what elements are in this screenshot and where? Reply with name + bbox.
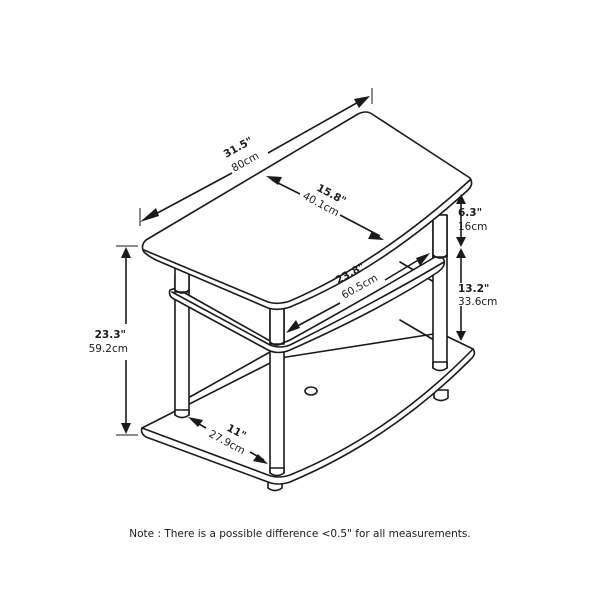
dim-total-height: 23.3" 59.2cm: [89, 245, 138, 436]
svg-text:59.2cm: 59.2cm: [89, 343, 128, 355]
svg-text:23.3": 23.3": [95, 329, 126, 341]
svg-text:13.2": 13.2": [458, 283, 489, 295]
svg-text:16cm: 16cm: [458, 221, 487, 233]
svg-text:6.3": 6.3": [458, 207, 482, 219]
measurement-note: Note : There is a possible difference <0…: [129, 528, 471, 540]
post-back-left: [174, 274, 190, 419]
rear-brace: [187, 351, 271, 399]
dim-top-clearance: 6.3" 16cm: [456, 194, 487, 247]
middle-shelf: [168, 214, 448, 354]
svg-text:33.6cm: 33.6cm: [458, 296, 497, 308]
rear-brace-right2: [399, 319, 435, 341]
dim-middle-clearance: 13.2" 33.6cm: [456, 248, 497, 341]
bottom-shelf: [140, 332, 476, 492]
top-tabletop: [141, 111, 473, 311]
